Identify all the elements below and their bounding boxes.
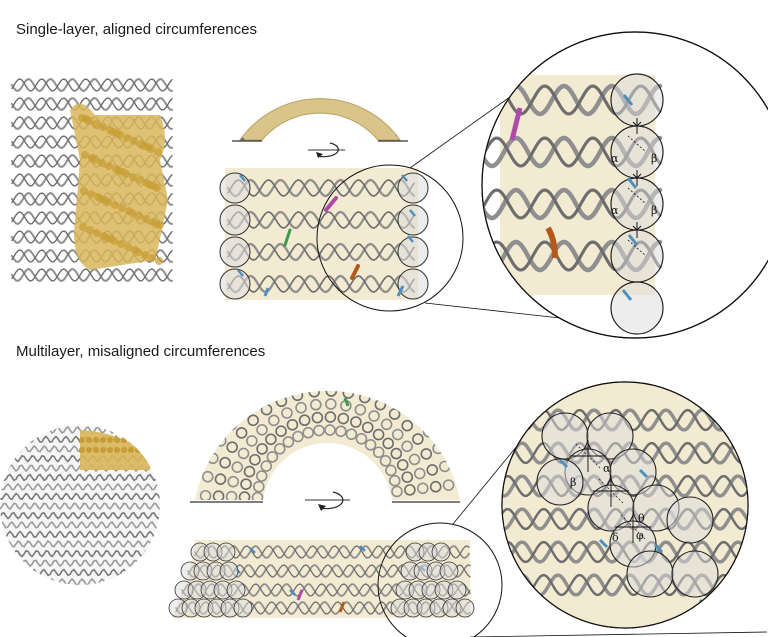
angle-label-delta: δ [612,531,619,544]
angle-label-theta: θ [638,512,645,525]
multilayer-stepped-panel [168,540,475,618]
multilayer-sphere [0,425,160,585]
multilayer-zoom-circle: α β θ δ φ [501,381,749,629]
magnifier-circle-small-2 [377,522,503,637]
single-layer-unrolled-panel [219,168,429,300]
angle-label-alpha-3: α [603,462,611,475]
angle-label-beta-1: β [651,152,657,165]
angle-label-beta-3: β [570,476,576,489]
angle-label-alpha-2: α [611,204,619,217]
rotation-arrow-icon [305,491,350,511]
angle-label-phi: φ [636,529,644,542]
multilayer-arch [190,390,460,503]
magnifier-circle-small-1 [316,164,464,312]
angle-label-beta-2: β [651,204,657,217]
section-title-multilayer: Multilayer, misaligned circumferences [16,343,266,360]
rotation-arrow-icon [308,142,345,158]
single-layer-zoom-circle: α β α β [481,31,768,339]
single-layer-arch [232,98,408,142]
single-layer-cylinder [11,78,173,282]
section-title-single-layer: Single-layer, aligned circumferences [16,21,257,38]
angle-label-alpha-1: α [611,152,619,165]
